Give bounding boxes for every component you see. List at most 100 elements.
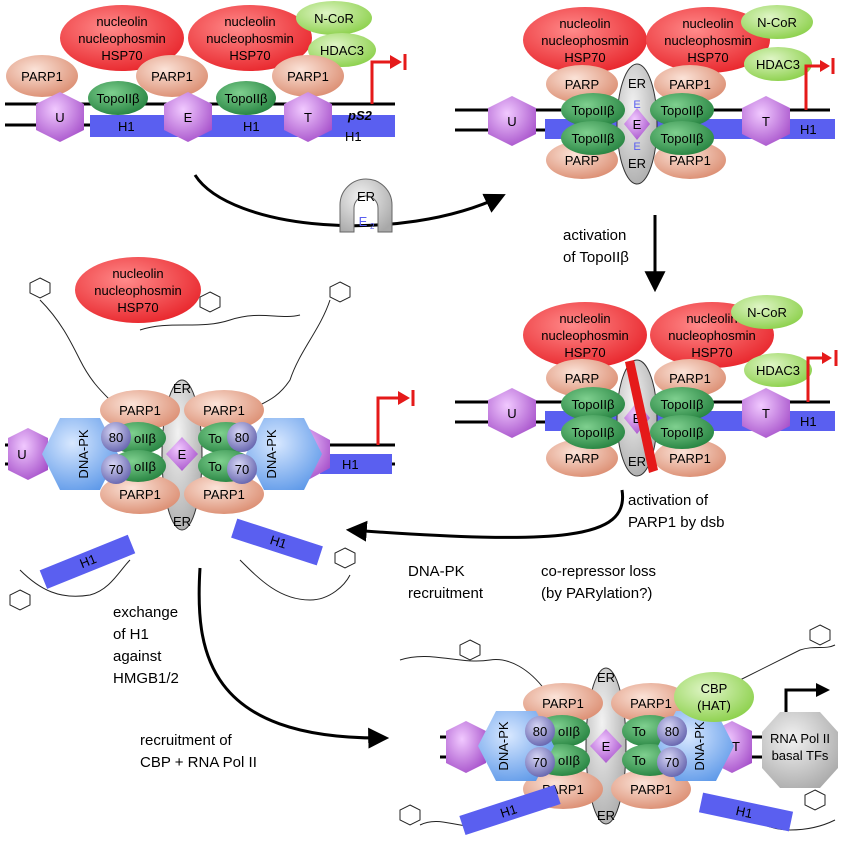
hexagon-t [742, 96, 790, 146]
dsb-lightning-icon [625, 360, 658, 473]
parp1-blob [184, 390, 264, 430]
topo-label: To [632, 753, 646, 768]
activation-arrow-icon [376, 396, 400, 445]
h1-label: H1 [498, 801, 518, 820]
nucleophosmin-label: nucleophosmin [206, 31, 293, 46]
ku80-ball [657, 716, 687, 746]
nucleolin-label: nucleolin [686, 311, 737, 326]
topo-blob [650, 121, 714, 155]
panel-topo-cleavage: H1 nucleolin nucleophosmin HSP70 nucleol… [455, 295, 838, 477]
nucleolin-complex [523, 302, 647, 368]
par-chain [39, 299, 111, 401]
er-label: ER [173, 514, 191, 529]
t-label: T [762, 114, 770, 129]
caption-hmgb: HMGB1/2 [113, 670, 179, 687]
ring-icon [334, 547, 356, 569]
ku70-ball [525, 747, 555, 777]
h1-label: H1 [800, 414, 817, 429]
topo-label: TopoIIβ [572, 397, 615, 412]
h1-label: H1 [735, 803, 754, 821]
e-label: E [602, 739, 611, 754]
u-label: U [55, 110, 64, 125]
dnapk-blob [246, 418, 322, 490]
nucleophosmin-label: nucleophosmin [541, 33, 628, 48]
parp1-label: PARP1 [119, 487, 161, 502]
parp1-label: PARP1 [630, 696, 672, 711]
caption-exchange: exchange [113, 604, 178, 621]
panel-estrogen-bound: H1 nucleolin nucleophosmin HSP70 nucleol… [455, 5, 835, 185]
topo-blob [88, 81, 148, 115]
dnapk-label: DNA-PK [76, 429, 91, 478]
nucleolin-complex [523, 7, 647, 73]
nucleolin-complex-released [75, 257, 201, 323]
parp1-blob [611, 769, 691, 809]
hexagon-u [36, 92, 84, 142]
cbp-label: CBP [701, 681, 728, 696]
er-label: ER [597, 808, 615, 823]
ku70-ball [657, 747, 687, 777]
er-label: ER [628, 156, 646, 171]
u-label: U [507, 114, 516, 129]
hdac3-label: HDAC3 [756, 57, 800, 72]
caption-activation-of: activation of [628, 492, 709, 509]
topo-blob [561, 415, 625, 449]
u-label: U [507, 406, 516, 421]
caption-of-h1: of H1 [113, 626, 149, 643]
ku80-label: 80 [109, 430, 123, 445]
hdac3-label: HDAC3 [756, 363, 800, 378]
parp1-blob [654, 359, 726, 397]
u-label: U [17, 447, 26, 462]
hexagon-t [742, 388, 790, 438]
topo-blob [650, 415, 714, 449]
topo-blob [561, 121, 625, 155]
topo-label: TopoIIβ [225, 91, 268, 106]
par-chain [19, 559, 131, 597]
hsp70-label: HSP70 [687, 50, 728, 65]
topo-blob [561, 93, 625, 127]
parp1-label: PARP1 [630, 782, 672, 797]
par-chain [139, 314, 301, 331]
topo-label: TopoIIβ [661, 131, 704, 146]
topo-label: oIIβ [134, 459, 156, 474]
caption-recruitment: recruitment [408, 585, 484, 602]
repression-symbol [370, 60, 392, 104]
er-label: ER [628, 76, 646, 91]
ring-icon [9, 589, 31, 611]
h1-label: H1 [268, 532, 288, 551]
e-label: E [633, 411, 642, 426]
hat-label: (HAT) [697, 698, 731, 713]
topo-label: TopoIIβ [661, 103, 704, 118]
hexagon-e [164, 92, 212, 142]
rnapol-label: RNA Pol II [770, 731, 830, 746]
dnapk-label: DNA-PK [264, 429, 279, 478]
hexagon-e [624, 108, 650, 140]
e-label: E [178, 447, 187, 462]
parp1-blob [6, 55, 78, 97]
nucleophosmin-label: nucleophosmin [94, 283, 181, 298]
topo-label: To [208, 459, 222, 474]
basal-tfs-label: basal TFs [772, 748, 829, 763]
er-label: ER [597, 670, 615, 685]
h1-label: H1 [800, 122, 817, 137]
ring-icon [809, 624, 831, 646]
t-label: T [762, 406, 770, 421]
nucleophosmin-label: nucleophosmin [668, 328, 755, 343]
hsp70-label: HSP70 [564, 50, 605, 65]
topo-label: To [208, 431, 222, 446]
par-chain [399, 656, 546, 691]
topo-blob [650, 93, 714, 127]
hsp70-label: HSP70 [564, 345, 605, 360]
parp1-label: PARP1 [203, 403, 245, 418]
t-label: T [304, 110, 312, 125]
hdac3-label: HDAC3 [320, 43, 364, 58]
ku70-ball [101, 454, 131, 484]
parp-label: PARP [565, 451, 599, 466]
repression-symbol [804, 64, 822, 110]
topo-label: TopoIIβ [572, 103, 615, 118]
hsp70-label: HSP70 [229, 48, 270, 63]
parp1-label: PARP1 [669, 451, 711, 466]
nucleolin-label: nucleolin [96, 14, 147, 29]
dnapk-label: DNA-PK [692, 721, 707, 770]
hexagon-u [488, 96, 536, 146]
